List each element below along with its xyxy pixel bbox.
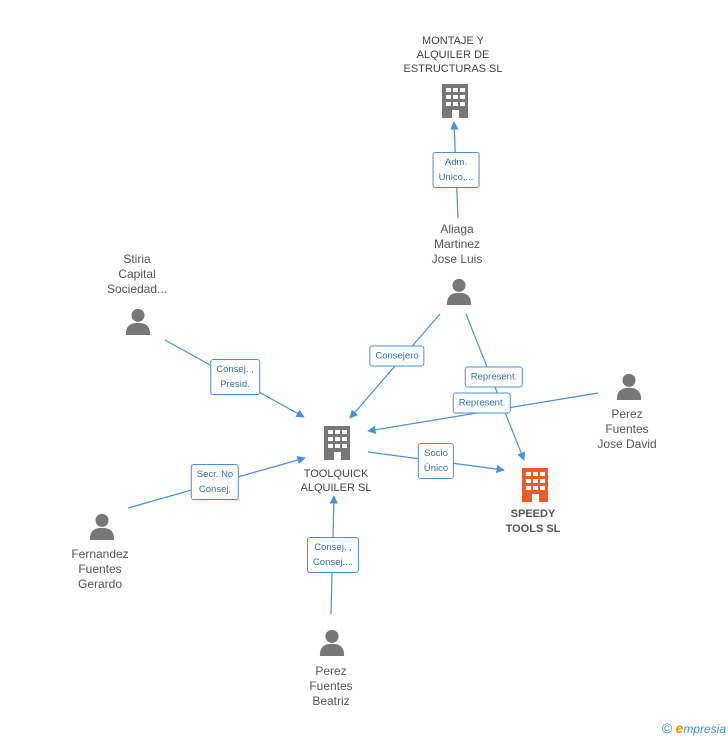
- edge-label-stiria-toolquick[interactable]: Consej. , Presid.: [210, 359, 260, 395]
- edge-label-perez-b-toolquick[interactable]: Consej. , Consej....: [306, 537, 360, 573]
- brand-logo-text: mpresia: [683, 722, 726, 736]
- node-label-perez-jose-david[interactable]: Perez Fuentes Jose David: [597, 407, 657, 451]
- node-label-montaje[interactable]: MONTAJE Y ALQUILER DE ESTRUCTURAS SL: [403, 35, 503, 75]
- node-label-aliaga[interactable]: Aliaga Martinez Jose Luis: [431, 222, 483, 266]
- edge-label-aliaga-speedy[interactable]: Represent.: [464, 366, 524, 388]
- edge-label-aliaga-montaje[interactable]: Adm. Unico,...: [432, 152, 480, 188]
- node-label-stiria[interactable]: Stiria Capital Sociedad...: [106, 252, 168, 296]
- edges: [127, 121, 599, 615]
- node-label-fernandez[interactable]: Fernandez Fuentes Gerardo: [71, 547, 129, 591]
- edge-label-perez-jd-toolquick[interactable]: Represent.: [452, 392, 512, 414]
- person-icon[interactable]: [319, 629, 345, 656]
- edge-label-toolquick-speedy[interactable]: Socio Único: [417, 443, 455, 479]
- building-icon[interactable]: [442, 84, 468, 118]
- node-label-toolquick[interactable]: TOOLQUICK ALQUILER SL: [300, 468, 372, 494]
- node-label-perez-beatriz[interactable]: Perez Fuentes Beatriz: [309, 664, 353, 708]
- copyright-symbol: ©: [661, 720, 673, 736]
- brand-logo-initial: e: [675, 720, 684, 736]
- node-label-speedy[interactable]: SPEEDY TOOLS SL: [505, 508, 561, 535]
- person-icon[interactable]: [446, 278, 472, 305]
- nodes: [89, 84, 642, 656]
- building-icon[interactable]: [522, 468, 548, 502]
- person-icon[interactable]: [125, 308, 151, 335]
- person-icon[interactable]: [616, 373, 642, 400]
- footer-branding: © empresia: [662, 720, 726, 736]
- person-icon[interactable]: [89, 513, 115, 540]
- building-icon[interactable]: [324, 426, 350, 460]
- edge-label-fernandez-toolquick[interactable]: Secr. No Consej.: [190, 464, 240, 500]
- edge-label-aliaga-toolquick[interactable]: Consejero: [369, 345, 425, 367]
